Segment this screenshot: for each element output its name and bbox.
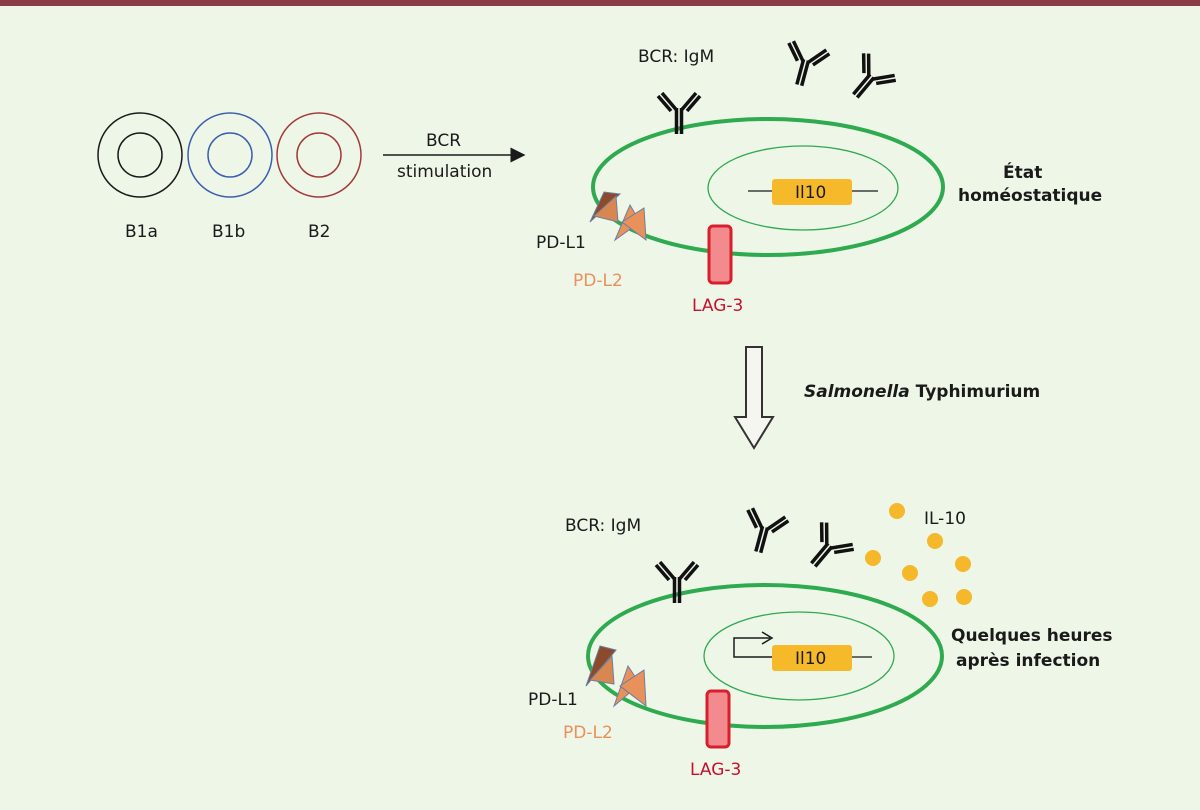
lag3-receptor bbox=[707, 224, 733, 285]
il10-gene-label: Il10 bbox=[795, 183, 826, 203]
pdl2-label: PD-L2 bbox=[573, 271, 623, 291]
stimulation-label-line2: stimulation bbox=[397, 162, 492, 182]
top-bar bbox=[0, 0, 1200, 6]
label-b2: B2 bbox=[308, 222, 330, 242]
label-b1b: B1b bbox=[212, 222, 245, 242]
cell-membrane bbox=[586, 583, 944, 729]
transcription-arrowhead bbox=[761, 631, 774, 645]
cell-b1b bbox=[187, 112, 273, 198]
lag3-label: LAG-3 bbox=[692, 296, 743, 316]
cell-membrane bbox=[591, 117, 945, 257]
il10-dot bbox=[902, 565, 918, 581]
pdl2-label: PD-L2 bbox=[563, 723, 613, 743]
state-label-line1: Quelques heures bbox=[951, 626, 1113, 646]
il10-gene bbox=[772, 645, 852, 671]
il10-dot bbox=[889, 503, 905, 519]
il10-secreted bbox=[865, 503, 972, 607]
cell-b1a bbox=[97, 112, 183, 198]
stimulation-label-line1: BCR bbox=[426, 131, 461, 151]
state-label-line2: homéostatique bbox=[958, 186, 1102, 206]
bcr-label: BCR: IgM bbox=[565, 516, 641, 536]
antibody-icon bbox=[795, 518, 858, 581]
il10-dot bbox=[956, 589, 972, 605]
lag3-receptor bbox=[705, 689, 731, 749]
il10-gene-label: Il10 bbox=[795, 649, 826, 669]
il10-dot bbox=[955, 556, 971, 572]
pdl1-icon bbox=[585, 645, 617, 687]
il10-dot bbox=[927, 533, 943, 549]
il10-gene bbox=[772, 179, 852, 205]
antibody-icon bbox=[837, 49, 900, 112]
nucleus bbox=[707, 145, 899, 231]
pdl1-icon bbox=[589, 191, 622, 223]
panel-infection: Il10 BCR: IgM IL-10 PD-L1 PD-L2 bbox=[528, 503, 1113, 780]
antibody-icon bbox=[736, 505, 791, 560]
transition-arrow bbox=[733, 346, 775, 450]
il10-dot bbox=[922, 591, 938, 607]
cell-b2 bbox=[276, 112, 362, 198]
bcr-label: BCR: IgM bbox=[638, 47, 714, 67]
nucleus bbox=[703, 611, 895, 701]
pdl2-icon bbox=[613, 203, 647, 242]
state-label-line2: après infection bbox=[956, 651, 1100, 671]
transcription-arrow bbox=[733, 637, 772, 658]
state-label-line1: État bbox=[1003, 161, 1042, 183]
lag3-label: LAG-3 bbox=[690, 760, 741, 780]
panel-homeostatic: Il10 BCR: IgM PD-L1 PD-L2 LAG-3 État hom… bbox=[536, 38, 1102, 316]
label-b1a: B1a bbox=[125, 222, 158, 242]
pdl2-icon bbox=[612, 664, 647, 708]
pdl1-label: PD-L1 bbox=[536, 233, 586, 253]
infection-label: Salmonella Typhimurium bbox=[804, 382, 1040, 402]
antibody-icon bbox=[777, 38, 832, 93]
il10-dot bbox=[865, 550, 881, 566]
pdl1-label: PD-L1 bbox=[528, 690, 578, 710]
il10-label: IL-10 bbox=[924, 509, 966, 529]
